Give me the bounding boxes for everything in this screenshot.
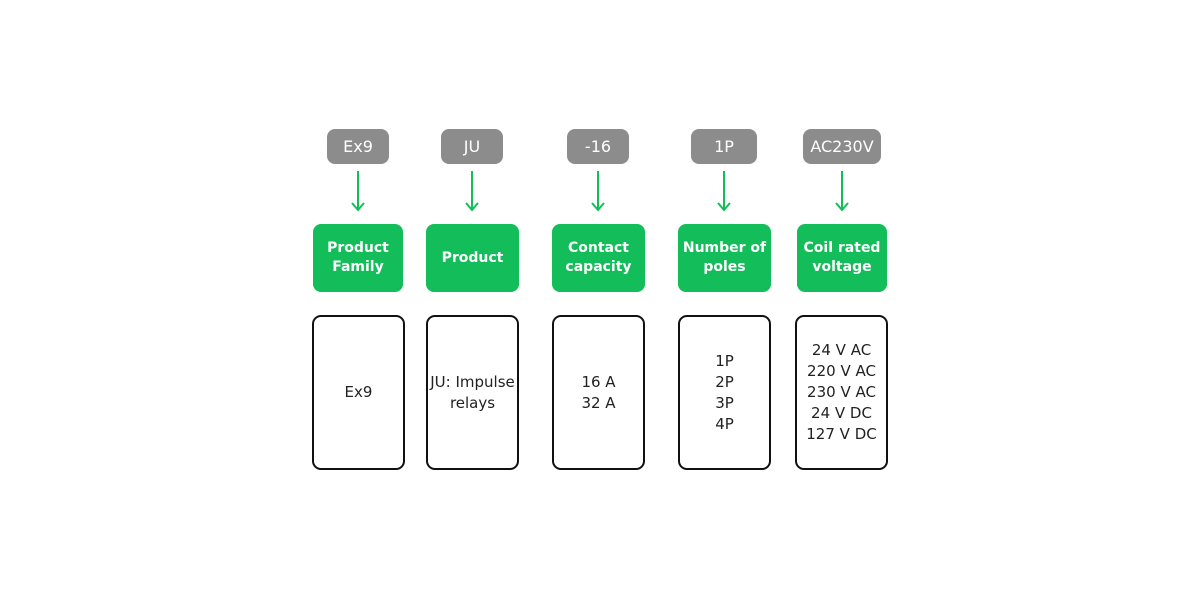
option-item: Ex9 xyxy=(344,383,373,401)
code-pill: JU xyxy=(441,129,503,164)
options-box: 1P 2P 3P 4P xyxy=(678,315,771,470)
category-box: Product Family xyxy=(313,224,403,292)
code-pill: -16 xyxy=(567,129,629,164)
code-pill: 1P xyxy=(691,129,757,164)
option-item: 2P xyxy=(715,372,734,391)
down-arrow-icon xyxy=(717,171,731,212)
option-item: 32 A xyxy=(581,393,616,412)
option-item: relays xyxy=(449,393,496,412)
option-item: 1P xyxy=(715,351,734,370)
options-box: Ex9 xyxy=(312,315,405,470)
category-box: Product xyxy=(426,224,519,292)
code-pill: Ex9 xyxy=(327,129,389,164)
option-item: 24 V AC xyxy=(811,341,872,359)
options-box: JU: Impulse relays xyxy=(426,315,519,470)
option-item: 127 V DC xyxy=(806,425,877,443)
option-item: JU: Impulse xyxy=(430,372,515,391)
category-box: Number of poles xyxy=(678,224,771,292)
code-pill: AC230V xyxy=(803,129,881,164)
down-arrow-icon xyxy=(835,171,849,212)
category-box: Coil rated voltage xyxy=(797,224,887,292)
option-item: 4P xyxy=(715,414,734,433)
category-box: Contact capacity xyxy=(552,224,645,292)
down-arrow-icon xyxy=(351,171,365,212)
option-item: 24 V DC xyxy=(811,404,872,422)
options-box: 24 V AC 220 V AC 230 V AC 24 V DC 127 V … xyxy=(795,315,888,470)
option-item: 16 A xyxy=(581,372,616,391)
down-arrow-icon xyxy=(465,171,479,212)
options-box: 16 A 32 A xyxy=(552,315,645,470)
down-arrow-icon xyxy=(591,171,605,212)
option-item: 230 V AC xyxy=(807,383,876,401)
option-item: 220 V AC xyxy=(807,362,876,380)
option-item: 3P xyxy=(715,393,734,412)
